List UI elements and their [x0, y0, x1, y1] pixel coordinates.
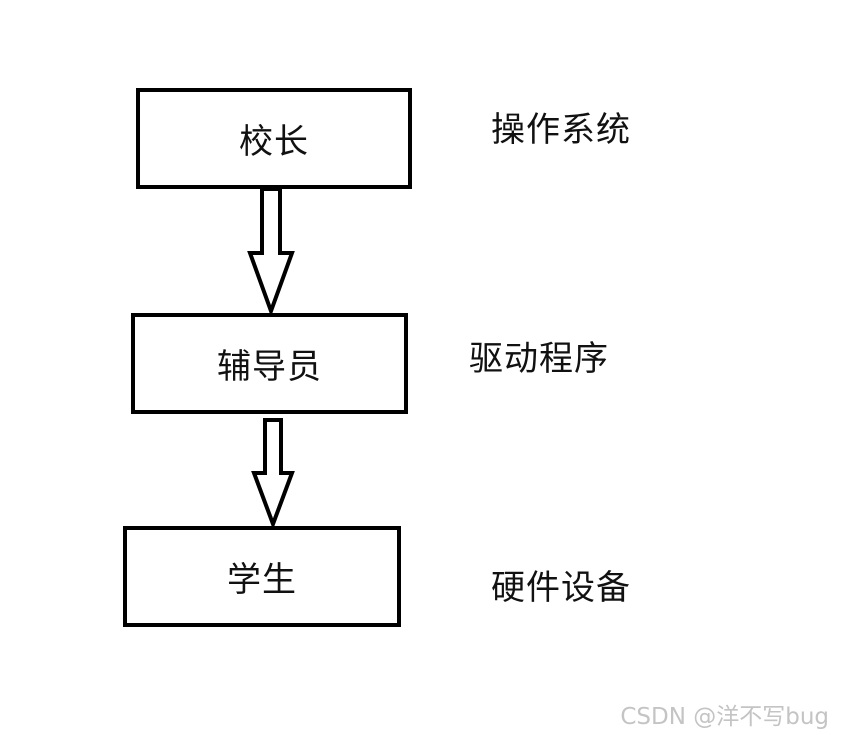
student-box: 学生: [123, 526, 401, 627]
counselor-label: 辅导员: [217, 347, 322, 387]
down-arrow-icon: [247, 187, 295, 317]
principal-box: 校长: [136, 88, 412, 189]
counselor-box: 辅导员: [131, 313, 408, 414]
down-arrow-icon: [251, 418, 295, 530]
os-label: 操作系统: [491, 110, 631, 150]
hardware-label: 硬件设备: [491, 568, 631, 608]
student-label: 学生: [227, 560, 297, 600]
driver-label: 驱动程序: [469, 339, 609, 379]
watermark: CSDN @洋不写bug: [620, 704, 829, 730]
principal-label: 校长: [239, 122, 309, 162]
